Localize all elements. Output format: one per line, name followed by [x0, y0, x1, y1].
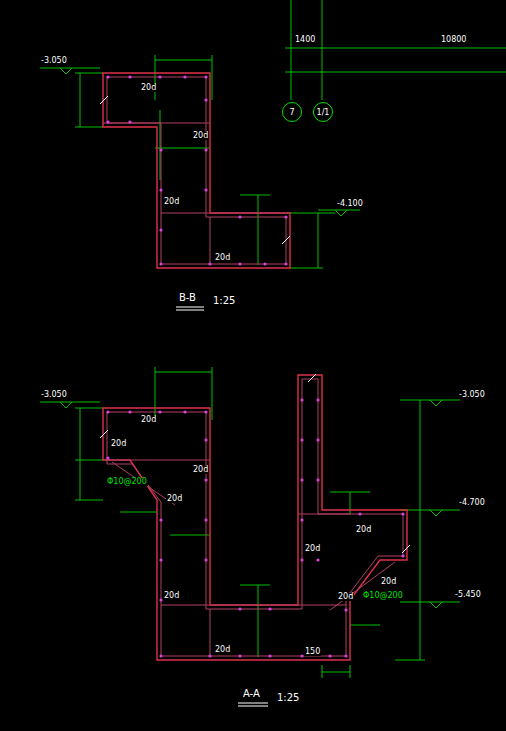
elevation-label: -3.050: [458, 391, 486, 399]
annotation: 1400: [294, 36, 316, 44]
elevation-label: -3.050: [40, 57, 68, 65]
axis-number: 7: [289, 108, 294, 117]
annotation: A-A: [242, 689, 261, 699]
annotation: 20d: [163, 592, 180, 600]
annotation: 20d: [140, 84, 157, 92]
annotation: 20d: [192, 132, 209, 140]
annotation: 20d: [214, 254, 231, 262]
annotation: 20d: [166, 495, 183, 503]
annotation: 20d: [163, 198, 180, 206]
annotation: 20d: [192, 466, 209, 474]
axis-number: 1/1: [317, 108, 330, 117]
annotation: 20d: [337, 593, 354, 601]
annotation: 1:25: [276, 693, 300, 703]
elevation-label: -5.450: [454, 591, 482, 599]
elevation-label: -4.700: [458, 499, 486, 507]
annotation: 20d: [304, 545, 321, 553]
elevation-label: -3.050: [40, 391, 68, 399]
annotation: B-B: [178, 293, 197, 303]
annotation: 20d: [214, 646, 231, 654]
annotation: 10800: [440, 36, 467, 44]
annotation: Φ10@200: [106, 478, 148, 486]
elevation-label: -4.100: [336, 200, 364, 208]
annotation: Φ10@200: [362, 592, 404, 600]
annotation: 20d: [355, 526, 372, 534]
annotation: 150: [304, 648, 321, 656]
annotation: 20d: [380, 578, 397, 586]
annotation: 20d: [140, 416, 157, 424]
axis-circle: 1/1: [313, 102, 333, 122]
annotation: 1:25: [212, 296, 236, 306]
annotation: 20d: [110, 440, 127, 448]
axis-circle: 7: [282, 102, 302, 122]
